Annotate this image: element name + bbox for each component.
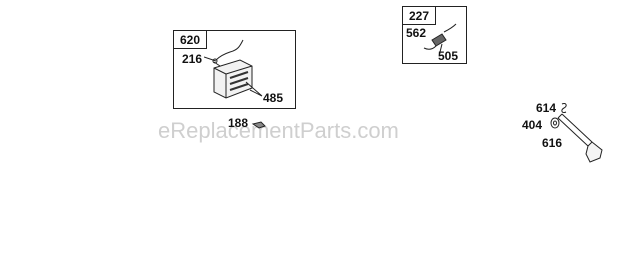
watermark-text: eReplacementParts.com (158, 118, 399, 143)
assembly-id-label: 227 (402, 6, 436, 25)
callout-505: 505 (438, 49, 459, 63)
callout-562: 562 (406, 26, 427, 40)
callout-188: 188 (228, 116, 249, 130)
callout-614: 614 (536, 101, 557, 115)
callout-216: 216 (182, 52, 203, 66)
leader-216 (204, 56, 217, 62)
clip-188-drawing (251, 121, 266, 129)
callout-616: 616 (542, 136, 563, 150)
assembly-box-227: 227 (402, 6, 467, 64)
control-bracket-drawing (212, 39, 263, 99)
callout-404: 404 (522, 118, 543, 132)
callout-485: 485 (263, 91, 284, 105)
assembly-id-label: 620 (173, 30, 207, 49)
lever-shaft-drawing (550, 103, 603, 163)
assembly-box-620: 620 (173, 30, 296, 109)
wire-harness-drawing (423, 23, 457, 53)
